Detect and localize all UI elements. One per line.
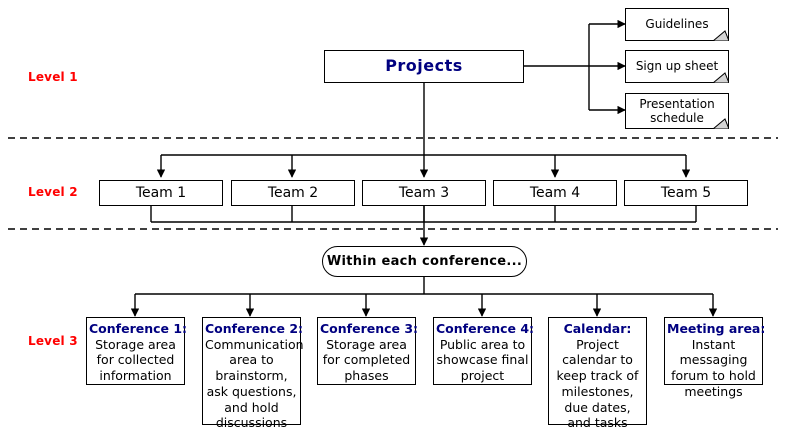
card-meeting-area-body: Instant messaging forum to hold meetings [671, 336, 756, 399]
level-2-label: Level 2 [28, 185, 78, 199]
level-3-label: Level 3 [28, 334, 78, 348]
root-to-teams-connector [156, 82, 691, 178]
teams-to-hub-connector [150, 206, 697, 246]
node-team-4-label: Team 4 [529, 184, 581, 201]
doc-presentation-schedule-label: Presentation schedule [639, 96, 715, 125]
card-conference-4-title: Conference 4: [436, 321, 535, 336]
card-conference-3[interactable]: Conference 3: Storage area for completed… [317, 317, 419, 385]
node-team-1[interactable]: Team 1 [99, 180, 223, 206]
card-conference-2-body: Communication area to brainstorm, ask qu… [205, 336, 304, 431]
card-conference-1-title: Conference 1: [89, 321, 188, 336]
card-conference-2[interactable]: Conference 2: Communication area to brai… [202, 317, 304, 430]
doc-guidelines-label: Guidelines [645, 17, 709, 32]
node-team-3-label: Team 3 [398, 184, 450, 201]
node-team-3[interactable]: Team 3 [362, 180, 486, 206]
node-team-2[interactable]: Team 2 [231, 180, 355, 206]
root-to-documents-connector [524, 19, 626, 115]
level-1-label: Level 1 [28, 70, 78, 84]
node-within-each-conference-label: Within each conference... [326, 254, 523, 269]
card-conference-1-body: Storage area for collected information [95, 336, 176, 384]
card-conference-3-body: Storage area for completed phases [322, 336, 411, 384]
card-conference-2-title: Conference 2: [205, 321, 304, 336]
page-curl-icon [712, 30, 729, 41]
doc-sign-up-sheet-label: Sign up sheet [635, 59, 719, 74]
node-team-5[interactable]: Team 5 [624, 180, 748, 206]
node-within-each-conference[interactable]: Within each conference... [322, 246, 527, 277]
card-conference-4-body: Public area to showcase final project [436, 336, 529, 384]
doc-sign-up-sheet[interactable]: Sign up sheet [625, 50, 729, 83]
node-team-4[interactable]: Team 4 [493, 180, 617, 206]
doc-presentation-schedule[interactable]: Presentation schedule [625, 93, 729, 129]
card-meeting-area-title: Meeting area: [667, 321, 766, 336]
node-team-1-label: Team 1 [135, 184, 187, 201]
doc-guidelines[interactable]: Guidelines [625, 8, 729, 41]
node-team-5-label: Team 5 [660, 184, 712, 201]
node-team-2-label: Team 2 [267, 184, 319, 201]
card-conference-1[interactable]: Conference 1: Storage area for collected… [86, 317, 188, 385]
card-calendar[interactable]: Calendar: Project calendar to keep track… [548, 317, 647, 430]
card-calendar-body: Project calendar to keep track of milest… [556, 336, 639, 431]
node-projects[interactable]: Projects [324, 50, 524, 83]
card-conference-3-title: Conference 3: [320, 321, 419, 336]
hub-to-conferences-connector [130, 276, 718, 317]
card-meeting-area[interactable]: Meeting area: Instant messaging forum to… [664, 317, 766, 399]
card-conference-4[interactable]: Conference 4: Public area to showcase fi… [433, 317, 535, 385]
node-projects-label: Projects [385, 56, 463, 76]
card-calendar-title: Calendar: [563, 321, 632, 336]
